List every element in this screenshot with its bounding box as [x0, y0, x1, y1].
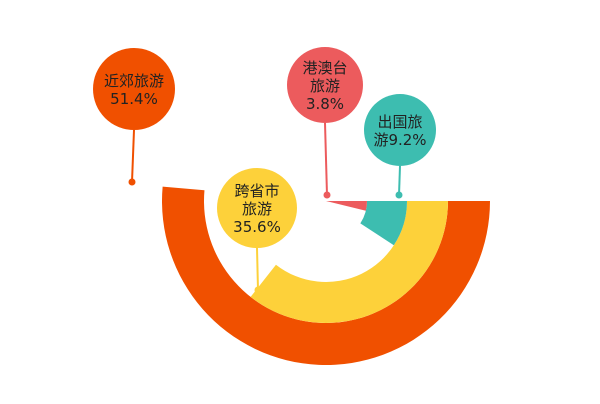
data-label: 跨省市: [234, 182, 279, 200]
leader-line-0: [131, 129, 135, 183]
leader-line-1: [256, 247, 259, 291]
data-label: 游9.2%: [373, 131, 426, 149]
data-label: 近郊旅游: [104, 72, 164, 90]
label-bubble-1: [217, 168, 297, 248]
bar-3: [326, 201, 367, 211]
leader-dot-3: [323, 191, 331, 199]
leader-dot-0: [128, 178, 136, 186]
label-bubble-2: [364, 94, 436, 166]
bar-2: [360, 201, 407, 246]
data-label: 51.4%: [110, 90, 158, 108]
data-label: 3.8%: [306, 95, 344, 113]
data-label: 出国旅: [377, 113, 422, 131]
leader-dot-2: [395, 191, 403, 199]
label-bubble-0: [93, 48, 175, 130]
data-label: 旅游: [310, 77, 340, 95]
leader-line-3: [324, 122, 328, 196]
bar-0: [161, 186, 491, 366]
data-label: 旅游: [242, 200, 272, 218]
data-label: 35.6%: [233, 218, 281, 236]
leader-line-2: [398, 165, 401, 196]
bar-1: [250, 201, 448, 323]
label-bubble-3: [287, 47, 363, 123]
leader-dot-1: [254, 286, 262, 294]
data-label: 港澳台: [302, 59, 347, 77]
